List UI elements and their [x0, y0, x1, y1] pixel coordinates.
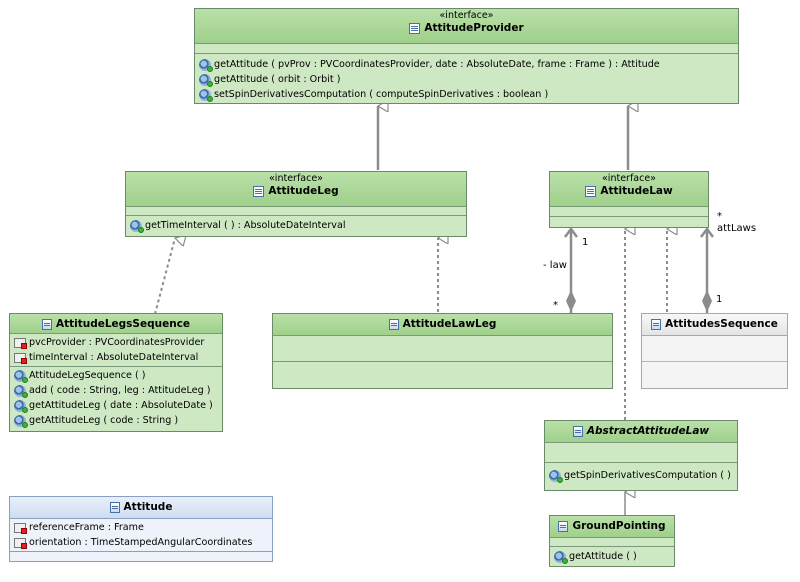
attitudes-sequence-class[interactable]: AttitudesSequence: [641, 313, 788, 389]
attributes-section: pvcProvider : PVCoordinatesProvider time…: [10, 334, 222, 367]
law-multiplicity-top: 1: [582, 237, 589, 248]
class-icon: [558, 520, 569, 532]
interface-icon: [585, 185, 597, 197]
operation-row: setSpinDerivativesComputation ( computeS…: [195, 87, 738, 102]
public-operation-icon: [549, 469, 563, 483]
class-name: AbstractAttitudeLaw: [586, 425, 710, 437]
attributes-section: [195, 44, 738, 54]
operation-row: add ( code : String, leg : AttitudeLeg ): [10, 383, 222, 398]
operation-row: getAttitudeLeg ( code : String ): [10, 413, 222, 428]
attitude-leg-class[interactable]: «interface» AttitudeLeg getTimeInterval …: [125, 171, 467, 237]
attribute-row: referenceFrame : Frame: [10, 520, 272, 535]
attributes-section: referenceFrame : Frame orientation : Tim…: [10, 519, 272, 552]
attitude-law-leg-class[interactable]: AttitudeLawLeg: [272, 313, 613, 389]
attributes-section: [273, 336, 612, 362]
public-operation-icon: [14, 384, 28, 398]
abstract-attitude-law-header: AbstractAttitudeLaw: [545, 421, 737, 443]
operation-row: getAttitude ( orbit : Orbit ): [195, 72, 738, 87]
attributes-section: [550, 207, 708, 217]
attitude-leg-header: «interface» AttitudeLeg: [126, 172, 466, 207]
class-name: AttitudeLawLeg: [402, 318, 497, 330]
interface-icon: [409, 22, 421, 34]
private-attribute-icon: [14, 337, 27, 349]
class-name: AttitudeProvider: [424, 22, 524, 34]
attitude-law-header: «interface» AttitudeLaw: [550, 172, 708, 207]
attribute-row: orientation : TimeStampedAngularCoordina…: [10, 535, 272, 550]
class-name: Attitude: [123, 501, 173, 513]
class-icon: [41, 318, 52, 330]
attlaws-multiplicity: *: [717, 211, 722, 222]
stereotype: «interface»: [602, 173, 656, 184]
operations-section: getSpinDerivativesComputation ( ): [545, 463, 737, 483]
class-icon: [388, 318, 399, 330]
attribute-row: timeInterval : AbsoluteDateInterval: [10, 350, 222, 365]
stereotype: «interface»: [269, 173, 323, 184]
ground-pointing-class[interactable]: GroundPointing getAttitude ( ): [549, 515, 675, 567]
interface-icon: [253, 185, 265, 197]
attitude-provider-header: «interface» AttitudeProvider: [195, 9, 738, 44]
attributes-section: [642, 336, 787, 362]
public-operation-icon: [14, 369, 28, 383]
attributes-section: [550, 538, 674, 547]
operations-section: getTimeInterval ( ) : AbsoluteDateInterv…: [126, 216, 466, 233]
attitude-header: Attitude: [10, 497, 272, 519]
private-attribute-icon: [14, 522, 27, 534]
class-name: AttitudeLaw: [600, 185, 673, 197]
private-attribute-icon: [14, 537, 27, 549]
operation-row: getTimeInterval ( ) : AbsoluteDateInterv…: [126, 218, 466, 233]
public-operation-icon: [14, 414, 28, 428]
class-name: AttitudeLegsSequence: [55, 318, 191, 330]
operation-row: getAttitude ( ): [550, 549, 674, 564]
public-operation-icon: [199, 73, 213, 87]
operation-row: getAttitude ( pvProv : PVCoordinatesProv…: [195, 57, 738, 72]
attitude-legs-sequence-header: AttitudeLegsSequence: [10, 314, 222, 334]
attitudes-sequence-header: AttitudesSequence: [642, 314, 787, 336]
attlaws-role-label: attLaws: [717, 223, 757, 234]
operation-row: AttitudeLegSequence ( ): [10, 368, 222, 383]
public-operation-icon: [199, 58, 213, 72]
public-operation-icon: [14, 399, 28, 413]
class-name: AttitudesSequence: [665, 318, 778, 330]
ground-pointing-header: GroundPointing: [550, 516, 674, 538]
attitude-provider-class[interactable]: «interface» AttitudeProvider getAttitude…: [194, 8, 739, 104]
attributes-section: [545, 443, 737, 463]
operations-section: AttitudeLegSequence ( ) add ( code : Str…: [10, 367, 222, 428]
sequence-multiplicity: 1: [716, 294, 723, 305]
attitude-law-leg-header: AttitudeLawLeg: [273, 314, 612, 336]
operations-section: getAttitude ( pvProv : PVCoordinatesProv…: [195, 54, 738, 102]
law-multiplicity-bottom: *: [553, 300, 558, 311]
attributes-section: [126, 207, 466, 216]
class-name: GroundPointing: [572, 520, 666, 532]
stereotype: «interface»: [439, 10, 494, 21]
law-role-label: - law: [543, 260, 567, 271]
public-operation-icon: [199, 88, 213, 102]
class-name: AttitudeLeg: [268, 185, 339, 197]
attribute-row: pvcProvider : PVCoordinatesProvider: [10, 335, 222, 350]
operation-row: getAttitudeLeg ( date : AbsoluteDate ): [10, 398, 222, 413]
class-icon: [572, 425, 583, 437]
public-operation-icon: [554, 550, 568, 564]
legsseq-realizes-leg: [154, 238, 175, 315]
attitude-legs-sequence-class[interactable]: AttitudeLegsSequence pvcProvider : PVCoo…: [9, 313, 223, 432]
public-operation-icon: [130, 219, 144, 233]
abstract-attitude-law-class[interactable]: AbstractAttitudeLaw getSpinDerivativesCo…: [544, 420, 738, 491]
class-icon: [651, 318, 662, 330]
class-icon: [109, 501, 120, 513]
private-attribute-icon: [14, 352, 27, 364]
attitude-law-class[interactable]: «interface» AttitudeLaw: [549, 171, 709, 228]
operations-section: getAttitude ( ): [550, 547, 674, 564]
attitude-class[interactable]: Attitude referenceFrame : Frame orientat…: [9, 496, 273, 562]
operation-row: getSpinDerivativesComputation ( ): [545, 468, 737, 483]
